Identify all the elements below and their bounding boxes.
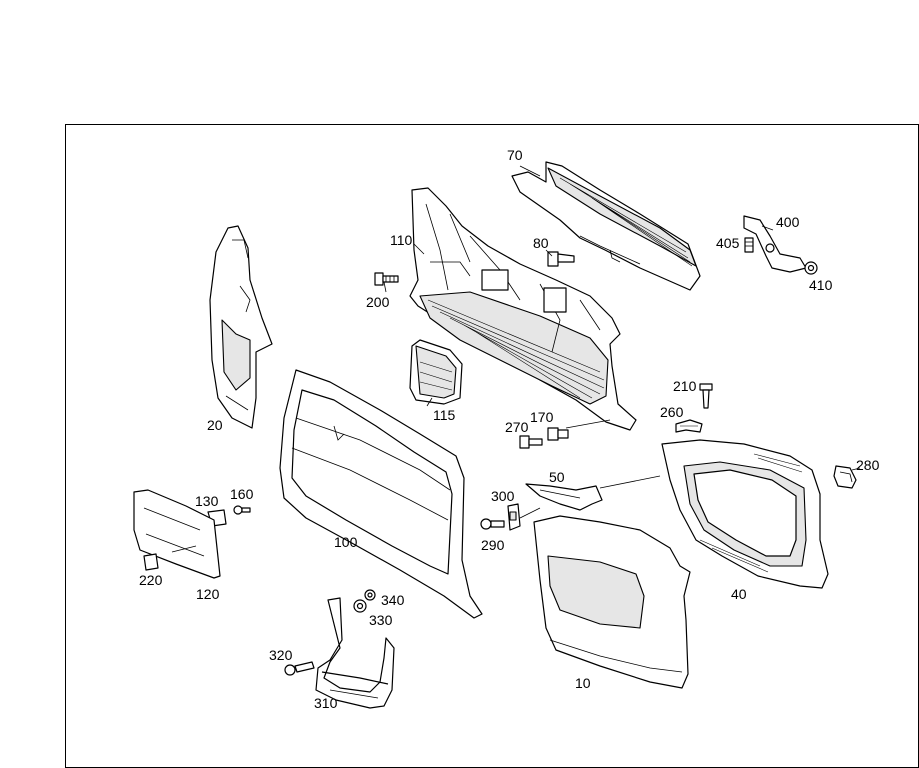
callout-170: 170 — [530, 409, 554, 425]
part-200-bolt[interactable] — [374, 272, 399, 286]
part-320-bolt[interactable] — [284, 661, 315, 676]
callout-270: 270 — [505, 419, 529, 435]
callout-100: 100 — [334, 534, 358, 550]
callout-200: 200 — [366, 294, 390, 310]
part-70-cowl-panel[interactable] — [511, 161, 701, 291]
part-330-washer[interactable] — [353, 599, 367, 613]
callout-320: 320 — [269, 647, 293, 663]
callout-20: 20 — [207, 417, 223, 433]
callout-130: 130 — [195, 493, 219, 509]
part-260-clip[interactable] — [675, 419, 703, 433]
part-270-bolt[interactable] — [519, 435, 543, 449]
callout-labels: 70 110 80 400 405 410 200 20 115 210 260… — [139, 147, 880, 711]
part-40-headlamp-frame[interactable] — [661, 439, 829, 589]
callout-220: 220 — [139, 572, 163, 588]
callout-310: 310 — [314, 695, 338, 711]
part-170-bolt[interactable] — [547, 427, 569, 441]
part-100-grille-panel[interactable] — [279, 369, 483, 619]
callout-210: 210 — [673, 378, 697, 394]
part-400-bracket[interactable] — [743, 215, 807, 273]
callout-70: 70 — [507, 147, 523, 163]
part-80-bolt[interactable] — [547, 251, 575, 267]
callout-40: 40 — [731, 586, 747, 602]
callout-340: 340 — [381, 592, 405, 608]
part-310-step-assembly[interactable] — [315, 597, 395, 709]
callout-400: 400 — [776, 214, 800, 230]
part-210-screw[interactable] — [699, 383, 713, 409]
part-410-nut[interactable] — [804, 261, 818, 275]
part-115-air-duct[interactable] — [409, 339, 463, 405]
callout-260: 260 — [660, 404, 684, 420]
callout-410: 410 — [809, 277, 833, 293]
part-220-clip[interactable] — [143, 553, 159, 571]
callout-50: 50 — [549, 469, 565, 485]
callout-160: 160 — [230, 486, 254, 502]
callout-80: 80 — [533, 235, 549, 251]
callout-405: 405 — [716, 235, 740, 251]
leader-lines — [171, 165, 861, 553]
callout-115: 115 — [433, 407, 456, 423]
callout-330: 330 — [369, 612, 393, 628]
callout-120: 120 — [196, 586, 220, 602]
callout-10: 10 — [575, 675, 591, 691]
part-340-nut[interactable] — [364, 589, 376, 601]
part-300-clip[interactable] — [507, 503, 521, 531]
part-290-screw[interactable] — [480, 518, 505, 530]
part-160-screw[interactable] — [233, 505, 251, 515]
part-20-side-panel[interactable] — [209, 225, 273, 429]
part-110-front-crossmember[interactable] — [409, 187, 637, 431]
part-10-bumper-cover[interactable] — [533, 515, 691, 689]
part-405-screw[interactable] — [744, 237, 754, 253]
callout-280: 280 — [856, 457, 880, 473]
callout-300: 300 — [491, 488, 515, 504]
part-280-clip[interactable] — [833, 465, 857, 489]
part-50-bracket[interactable] — [525, 483, 603, 511]
callout-110: 110 — [390, 232, 413, 248]
callout-290: 290 — [481, 537, 505, 553]
